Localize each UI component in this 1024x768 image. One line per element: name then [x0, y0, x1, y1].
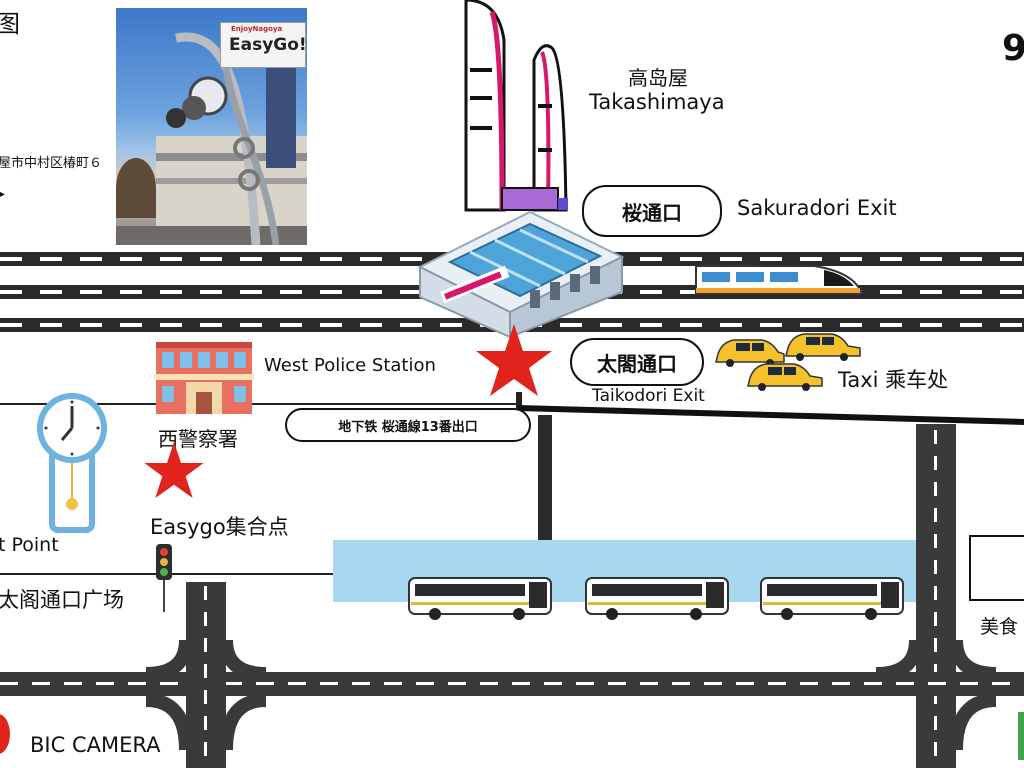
green-marker — [1018, 712, 1024, 760]
sakuradori-exit-en: Sakuradori Exit — [737, 196, 897, 220]
edge-glyph: 9 — [1002, 28, 1024, 69]
sakuradori-exit-label: 桜通口 — [622, 200, 682, 225]
bus-icon-2 — [585, 577, 729, 620]
food-court-box[interactable] — [969, 535, 1024, 601]
meeting-star-icon — [144, 442, 204, 498]
walkway-line-2 — [516, 392, 522, 414]
tree — [116, 158, 156, 218]
walkway-line-4 — [538, 415, 552, 543]
takashimaya-label-cn: 高岛屋 — [628, 66, 688, 90]
address-mark: ▸ — [0, 186, 6, 202]
bullet-train-icon — [695, 265, 864, 295]
left-intersection — [145, 639, 267, 751]
taxi-icon — [715, 333, 861, 391]
taikodori-exit-badge[interactable]: 太閤通口 — [570, 338, 704, 386]
subway-exit-label: 地下铁 桜通線13番出口 — [338, 419, 478, 435]
address-text: 屋市中村区椿町６ — [0, 156, 103, 171]
meet-point-fragment: t Point — [0, 534, 59, 556]
station-star-icon — [476, 324, 552, 396]
bic-camera-logo-icon — [0, 714, 10, 754]
taxi-stand-label: Taxi 乘车处 — [838, 368, 949, 392]
walkway-line-1 — [0, 403, 520, 405]
bic-camera-label: BIC CAMERA — [30, 733, 161, 757]
subway-exit-badge[interactable]: 地下铁 桜通線13番出口 — [285, 408, 531, 442]
taikodori-exit-en: Taikodori Exit — [592, 386, 705, 406]
meeting-photo: EnjoyNagoya EasyGo! — [116, 8, 307, 245]
bus-icon-1 — [408, 577, 552, 620]
bus-icon-3 — [760, 577, 904, 620]
takashimaya-building-icon — [464, 0, 568, 212]
meeting-point-label: Easygo集合点 — [150, 515, 289, 539]
nagoya-station-icon — [417, 210, 625, 339]
taikodori-exit-label: 太閤通口 — [597, 351, 677, 376]
walkway-line-3 — [517, 405, 1024, 425]
food-court-label: 美食 — [980, 616, 1019, 638]
clock-tower-sculpture — [166, 32, 280, 245]
sakuradori-exit-badge[interactable]: 桜通口 — [582, 185, 722, 237]
takashimaya-label-en: Takashimaya — [589, 90, 725, 114]
poster-sign: EnjoyNagoya EasyGo! — [220, 22, 307, 68]
traffic-light-icon — [156, 544, 172, 612]
taikodori-plaza-label: 太阁通口广场 — [0, 588, 124, 612]
police-station-en: West Police Station — [264, 355, 436, 376]
map-title-fragment: 图 — [0, 10, 20, 38]
clock-icon — [37, 393, 107, 533]
poster-brand-top: EnjoyNagoya — [231, 25, 283, 33]
poster-brand: EasyGo! — [229, 35, 307, 55]
police-station-icon — [154, 342, 254, 414]
police-station-cn: 西警察署 — [158, 427, 238, 451]
bottom-road-surface — [394, 696, 916, 768]
